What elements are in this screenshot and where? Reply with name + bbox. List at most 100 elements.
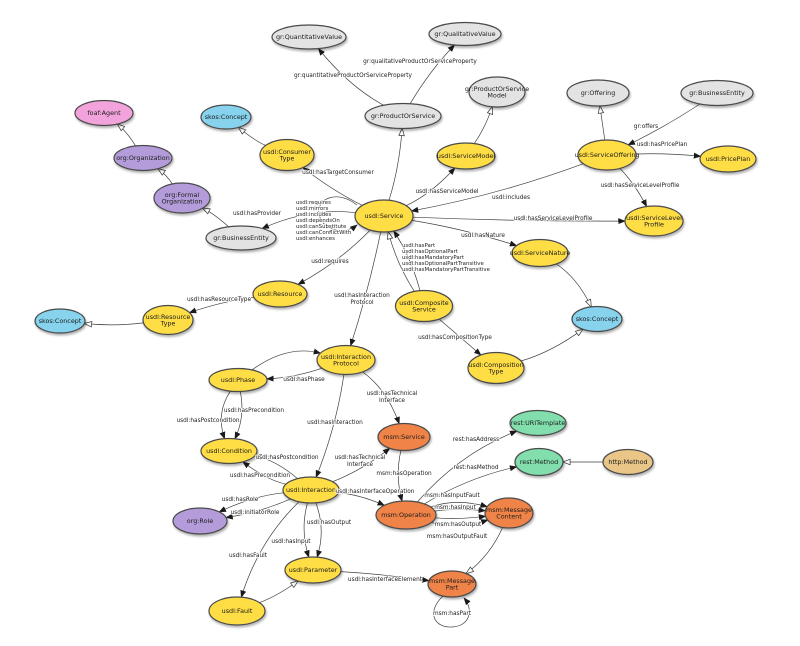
node-shape-consumerType — [259, 138, 315, 172]
edge-fault-parameter — [259, 581, 299, 603]
node-shape-condition — [200, 437, 258, 465]
node-label-phase: usdl:Phase — [221, 376, 256, 384]
node-orgOrganization: org:Organization — [113, 144, 173, 172]
node-quantValue: gr:QuantitativeValue — [271, 24, 347, 50]
node-shape-phase — [208, 367, 268, 393]
node-shape-parameter — [284, 556, 342, 584]
edge-label: usdl:hasServiceModel — [415, 189, 478, 195]
node-shape-orgOrganization — [113, 144, 173, 172]
node-serviceModel: usdl:ServiceModel — [436, 142, 496, 170]
edge-phase-interactionProtocol — [251, 348, 322, 371]
node-label-condition: usdl:Condition — [206, 447, 252, 455]
node-label-productOrService: gr:ProductOrService — [371, 112, 435, 120]
edge-phase-condition — [234, 391, 243, 440]
node-orgRole: org:Role — [172, 507, 228, 535]
edge-label: gr:offers — [634, 124, 658, 130]
node-label-skosConceptTop: skos:Concept — [205, 113, 248, 121]
edge-label: usdl:hasProvider — [233, 211, 282, 217]
node-productOrService: gr:ProductOrService — [364, 102, 442, 130]
node-httpMethod: http:Method — [602, 448, 654, 476]
edge-msmOperation-messageContent — [431, 519, 489, 526]
edge-label: usdl:initiatorRole — [231, 510, 280, 516]
node-label-skosConceptRight: skos:Concept — [576, 315, 619, 323]
edge-interaction-msmService — [332, 447, 391, 483]
node-msmService: msm:Service — [377, 422, 431, 452]
node-label-orgOrganization: org:Organization — [116, 154, 170, 162]
edge-interaction-msmOperation — [338, 492, 385, 506]
edge-businessEntityTop-serviceOffering — [627, 103, 701, 146]
node-shape-orgFormalOrg — [153, 182, 211, 214]
edge-label: usdl:hasPostcondition — [176, 418, 239, 424]
node-shape-quantValue — [271, 24, 347, 50]
node-businessEntityTop: gr:BusinessEntity — [680, 79, 754, 107]
node-serviceOffering: usdl:ServiceOffering — [575, 139, 639, 171]
edge-interaction-parameter — [303, 502, 310, 558]
edge-label: usdl:hasResourceType — [187, 297, 252, 303]
edge-label: usdl:hasRole — [222, 497, 259, 503]
edge-msmOperation-messageContent — [434, 507, 487, 514]
node-shape-service — [354, 199, 414, 233]
node-label-pricePlan: usdl:PricePlan — [706, 155, 751, 163]
edge-orgFormalOrg-orgOrganization — [158, 169, 173, 185]
edge-label: gr:quantitativeProductOrServiceProperty — [294, 73, 413, 79]
edge-serviceOffering-slp — [619, 168, 647, 208]
node-shape-serviceOffering — [577, 139, 637, 171]
node-fault: usdl:Fault — [208, 596, 266, 626]
node-shape-slp — [624, 205, 684, 237]
edge-resource-resourceType — [188, 296, 254, 314]
edge-label: usdl:hasInterfaceElement — [348, 577, 423, 583]
node-shape-interaction — [282, 476, 340, 504]
node-label-serviceNature: usdl:ServiceNature — [510, 249, 571, 257]
edge-service-businessEntityLeft — [261, 211, 356, 229]
node-label-msmOperation: msm:Operation — [381, 511, 431, 519]
edge-interaction-condition — [254, 454, 298, 479]
edge-label: msm:hasOperation — [376, 471, 432, 477]
node-label-offering: gr:Offering — [581, 89, 616, 97]
node-shape-businessEntityLeft — [205, 225, 277, 251]
node-label-restMethod: rest:Method — [520, 458, 558, 466]
edge-service-resource — [297, 229, 371, 285]
node-shape-compositeService — [394, 289, 454, 323]
node-condition: usdl:Condition — [200, 437, 258, 465]
node-label-serviceModel: usdl:ServiceModel — [437, 152, 495, 160]
edge-businessEntityLeft-orgFormalOrg — [203, 208, 229, 228]
edge-label: usdl:hasPostcondition — [255, 455, 318, 461]
node-label-msmService: msm:Service — [383, 433, 425, 441]
edge-label: usdl:hasPrecondition — [230, 473, 291, 479]
edge-label: usdl:hasServiceLevelProfile — [514, 216, 593, 222]
node-interaction: usdl:Interaction — [282, 476, 340, 504]
edge-label: usdl:includes — [492, 195, 530, 201]
edge-label: gr:qualitativeProductOrServiceProperty — [363, 59, 477, 65]
node-shape-serviceModel — [436, 142, 496, 170]
node-shape-restURITemplate — [509, 409, 567, 437]
edge-service-serviceNature — [411, 220, 518, 247]
edge-label: msm:hasPart — [433, 611, 472, 617]
node-shape-interactionProtocol — [316, 344, 376, 376]
node-restURITemplate: rest:URITemplate — [509, 409, 567, 437]
node-shape-skosConceptRight — [571, 305, 623, 333]
node-shape-orgRole — [172, 507, 228, 535]
edge-service-interactionProtocol — [349, 231, 382, 347]
edge-service-consumerType — [302, 167, 363, 206]
edge-label: usdl:hasTargetConsumer — [302, 170, 374, 176]
edge-consumerType-skosConceptTop — [239, 127, 266, 146]
node-skosConceptTop: skos:Concept — [200, 104, 252, 130]
node-serviceNature: usdl:ServiceNature — [510, 238, 571, 268]
edge-productOrService-quantValue — [317, 48, 384, 106]
